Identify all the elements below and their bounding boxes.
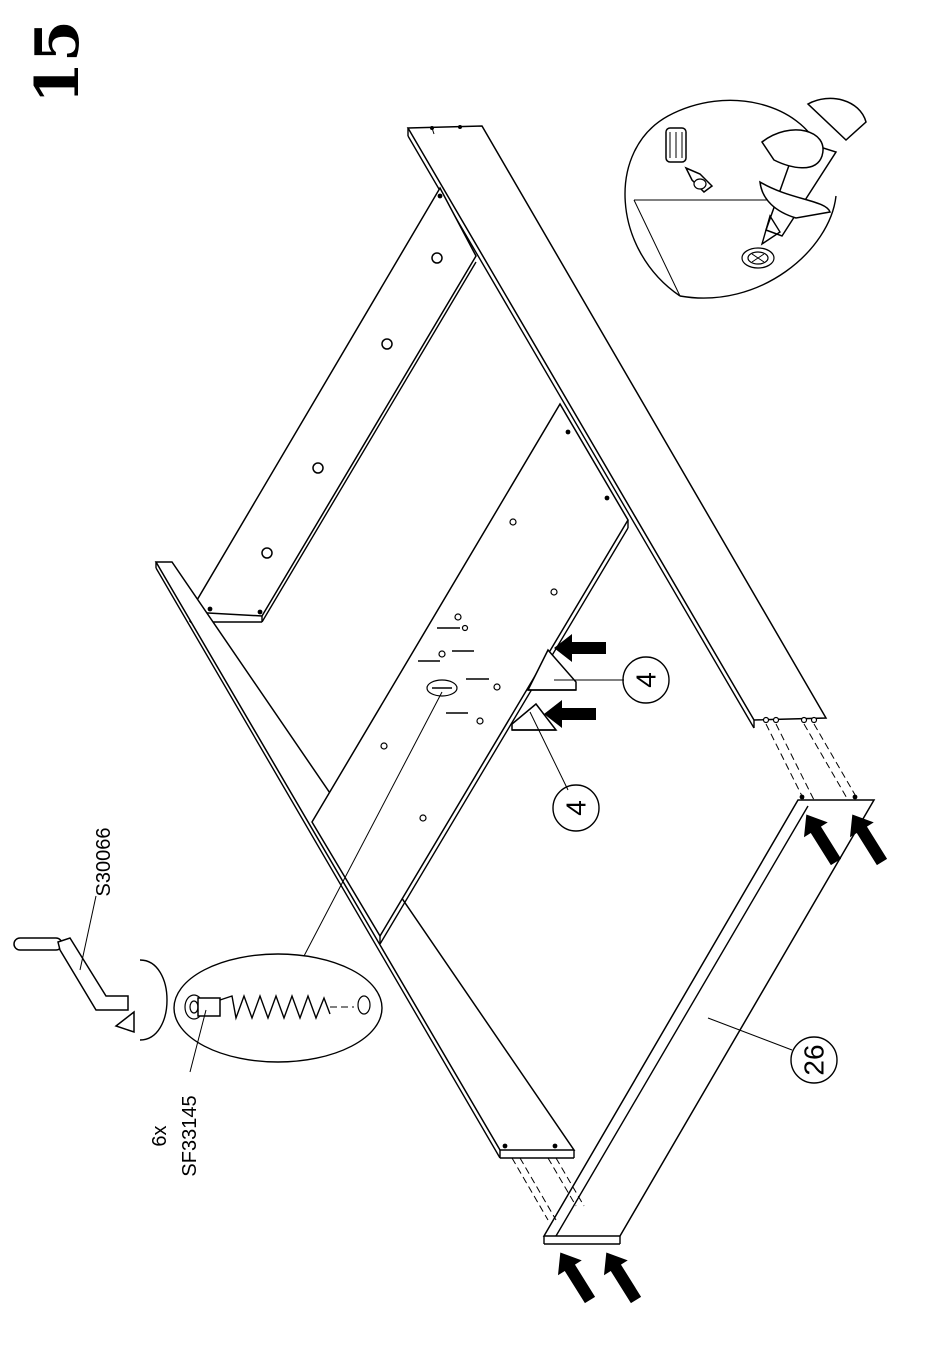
- screw-icon: [666, 128, 712, 192]
- screwdriver-detail: [625, 98, 866, 298]
- phillips-screw-icon: [742, 248, 774, 268]
- part-callout-4-upper: 4: [554, 657, 669, 703]
- arrow-icon: [594, 1245, 647, 1307]
- part-label: 4: [561, 800, 592, 816]
- hardware-quantity: 6x: [149, 1125, 171, 1146]
- arrow-icon: [548, 1245, 601, 1307]
- tool-code: S30066: [93, 828, 115, 897]
- hex-key-icon: [14, 938, 128, 1010]
- step-number: 15: [23, 20, 93, 104]
- part-label: 4: [631, 672, 662, 688]
- headboard-panel: [190, 188, 476, 622]
- hardware-code: SF33145: [179, 1095, 201, 1176]
- footboard-panel: [544, 795, 874, 1244]
- center-beam: [312, 404, 628, 944]
- screwdriver-icon: [762, 98, 866, 244]
- part-label: 26: [799, 1044, 830, 1075]
- bed-frame: [156, 125, 874, 1244]
- bolt-icon: [185, 995, 370, 1019]
